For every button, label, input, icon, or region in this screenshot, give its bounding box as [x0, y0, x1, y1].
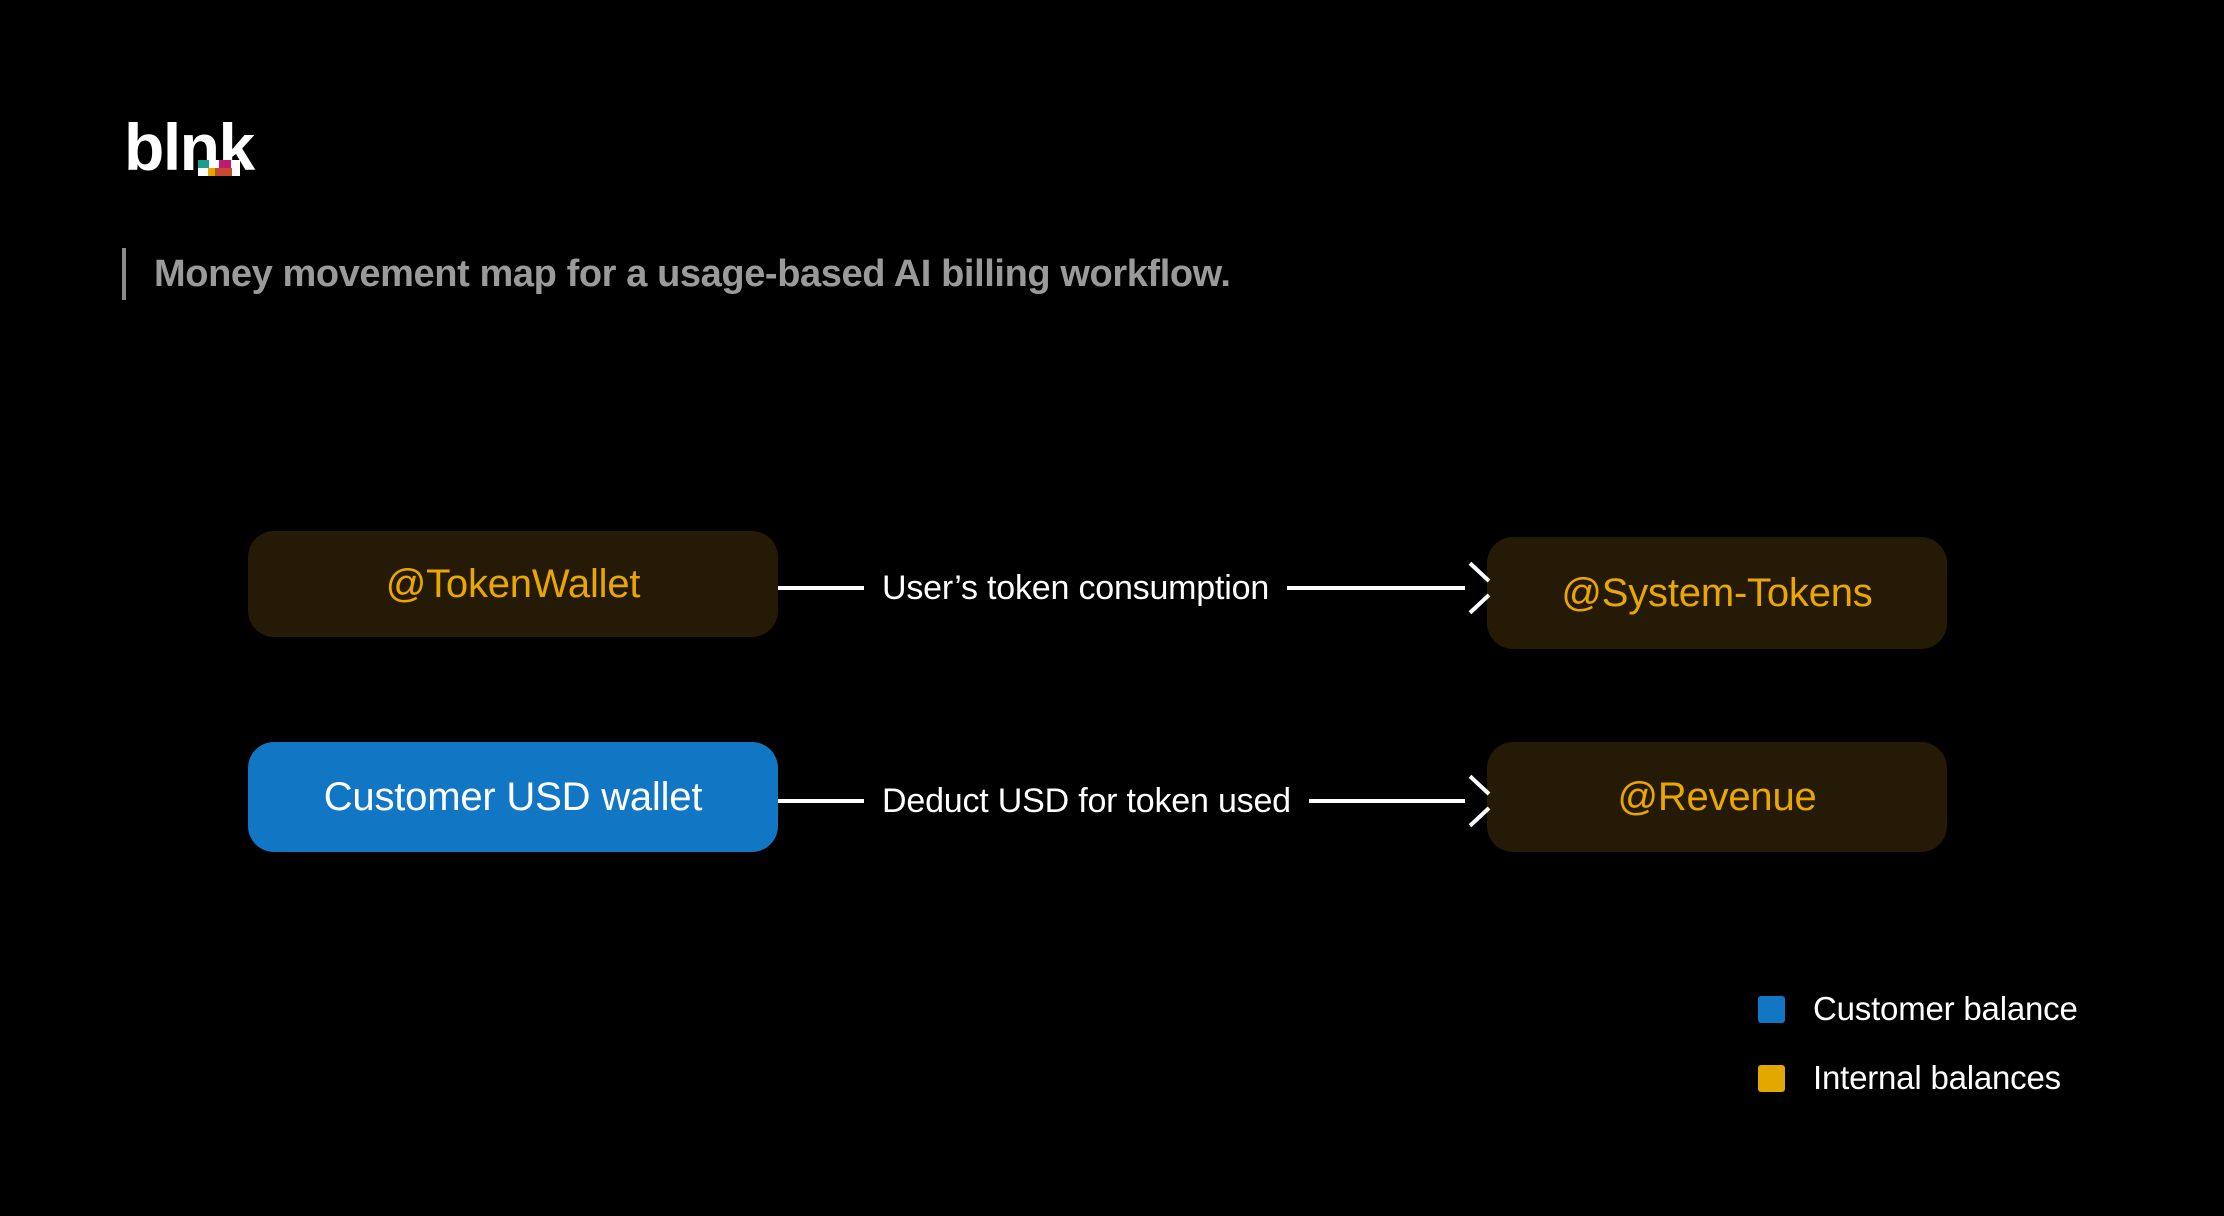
edge-token-consumption: User’s token consumption [778, 566, 1487, 610]
legend-item-internal-balances: Internal balances [1758, 1054, 2078, 1102]
edge-line-segment [1308, 799, 1465, 803]
node-customer-usd-wallet[interactable]: Customer USD wallet [248, 742, 778, 852]
legend-item-customer-balance: Customer balance [1758, 985, 2078, 1033]
brand-accent-block [198, 160, 209, 168]
edge-token-consumption-label: User’s token consumption [882, 568, 1270, 607]
edge-deduct-usd: Deduct USD for token used [778, 779, 1487, 823]
arrow-right-icon [1463, 573, 1487, 603]
brand-accent-row-bottom [198, 168, 241, 176]
legend-swatch-customer-balance [1758, 995, 1785, 1023]
edge-line-segment [778, 586, 864, 590]
brand-logo-text-part1: bl [124, 110, 181, 184]
legend: Customer balance Internal balances [1758, 985, 2078, 1123]
legend-swatch-internal-balances [1758, 1064, 1785, 1092]
subtitle-accent-bar [122, 248, 126, 300]
node-revenue-label: @Revenue [1617, 774, 1817, 819]
node-system-tokens[interactable]: @System-Tokens [1487, 537, 1947, 649]
brand-accent-block [231, 160, 240, 168]
brand-accent-block [207, 168, 216, 176]
node-token-wallet-label: @TokenWallet [385, 561, 641, 606]
brand-accent-block [219, 160, 232, 168]
brand-accent-row-top [198, 160, 240, 168]
legend-label-customer-balance: Customer balance [1813, 990, 2078, 1027]
brand-accent-block [232, 168, 241, 176]
edge-deduct-usd-label: Deduct USD for token used [882, 781, 1291, 820]
node-customer-usd-wallet-label: Customer USD wallet [323, 774, 703, 819]
page-subtitle: Money movement map for a usage-based AI … [122, 245, 1231, 303]
page-subtitle-text: Money movement map for a usage-based AI … [154, 252, 1231, 295]
node-token-wallet[interactable]: @TokenWallet [248, 531, 778, 637]
brand-accent-icon [198, 160, 241, 176]
edge-line-segment [778, 799, 864, 803]
brand-accent-block [208, 160, 219, 168]
edge-line-segment [1287, 586, 1465, 590]
arrow-right-icon [1463, 786, 1487, 816]
legend-label-internal-balances: Internal balances [1813, 1059, 2061, 1096]
node-system-tokens-label: @System-Tokens [1561, 570, 1873, 615]
node-revenue[interactable]: @Revenue [1487, 742, 1947, 852]
brand-accent-block [198, 168, 208, 176]
brand-accent-block [215, 168, 233, 176]
